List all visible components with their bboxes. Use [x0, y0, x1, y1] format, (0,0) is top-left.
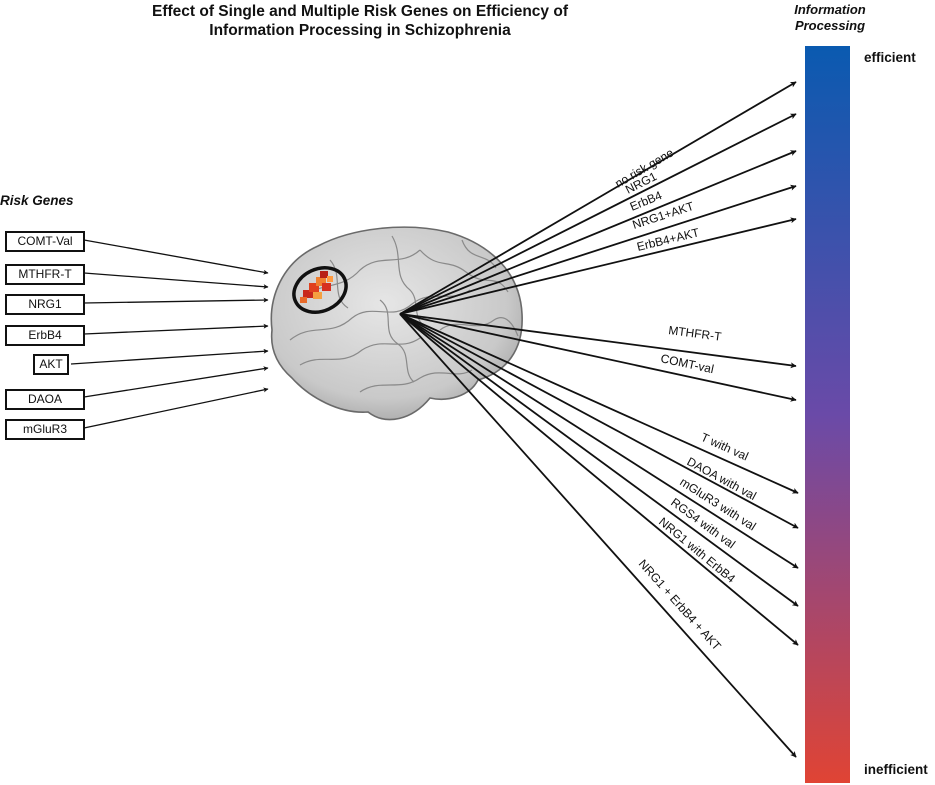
scale-heading: Information Processing [775, 2, 885, 34]
output-arrow-nrg1-erbb4-akt [399, 313, 797, 758]
gene-box-mglur3: mGluR3 [5, 419, 85, 440]
output-arrow-erbb4-akt [399, 217, 797, 315]
output-arrow-daoa-with-val [399, 313, 799, 529]
gene-box-erbb4: ErbB4 [5, 325, 85, 346]
output-arrow-erbb4 [399, 150, 797, 315]
input-arrow-comt-val [83, 239, 269, 275]
outcome-label-t-with-val: T with val [699, 430, 751, 463]
input-arrow-mthfr-t [83, 272, 269, 290]
output-arrow-comt-val [399, 313, 797, 402]
input-arrow-akt [70, 348, 269, 365]
output-arrow-nrg1-akt [399, 184, 797, 315]
risk-genes-heading: Risk Genes [0, 193, 74, 208]
diagram-title: Effect of Single and Multiple Risk Genes… [70, 2, 650, 40]
output-arrow-mglur3-with-val [399, 313, 799, 569]
input-arrow-erbb4 [83, 323, 269, 335]
brain-shape [270, 226, 523, 421]
gene-box-akt: AKT [33, 354, 69, 375]
input-arrow-nrg1 [83, 297, 269, 304]
title-line-2: Information Processing in Schizophrenia [209, 22, 511, 39]
activation-blob [300, 271, 333, 303]
scale-heading-line-2: Processing [794, 18, 866, 33]
scale-heading-line-1: Information [794, 2, 866, 17]
outcome-label-mthfr-t: MTHFR-T [668, 323, 723, 344]
output-arrow-nrg1 [399, 113, 797, 315]
brain-illustration [270, 226, 523, 421]
activation-region-outline [292, 266, 348, 314]
gene-box-daoa: DAOA [5, 389, 85, 410]
output-arrows [399, 81, 799, 758]
output-arrow-mthfr-t [399, 313, 797, 369]
outcome-label-nrg1-erbb4-akt: NRG1 + ErbB4 + AKT [636, 557, 725, 654]
title-line-1: Effect of Single and Multiple Risk Genes… [152, 3, 568, 20]
input-arrow-mglur3 [83, 387, 269, 429]
input-arrow-daoa [83, 366, 269, 398]
output-arrow-no-risk-gene [399, 81, 797, 315]
gene-box-mthfr-t: MTHFR-T [5, 264, 85, 285]
gene-box-comt-val: COMT-Val [5, 231, 85, 252]
output-arrow-rgs4-with-val [399, 313, 799, 607]
information-processing-scale-bar [805, 46, 850, 783]
output-arrow-nrg1-with-erbb4 [399, 313, 799, 646]
gene-box-nrg1: NRG1 [5, 294, 85, 315]
input-arrows [70, 239, 269, 429]
scale-top-label: efficient [864, 50, 916, 65]
scale-bottom-label: inefficient [864, 762, 928, 777]
output-arrow-t-with-val [399, 313, 799, 494]
